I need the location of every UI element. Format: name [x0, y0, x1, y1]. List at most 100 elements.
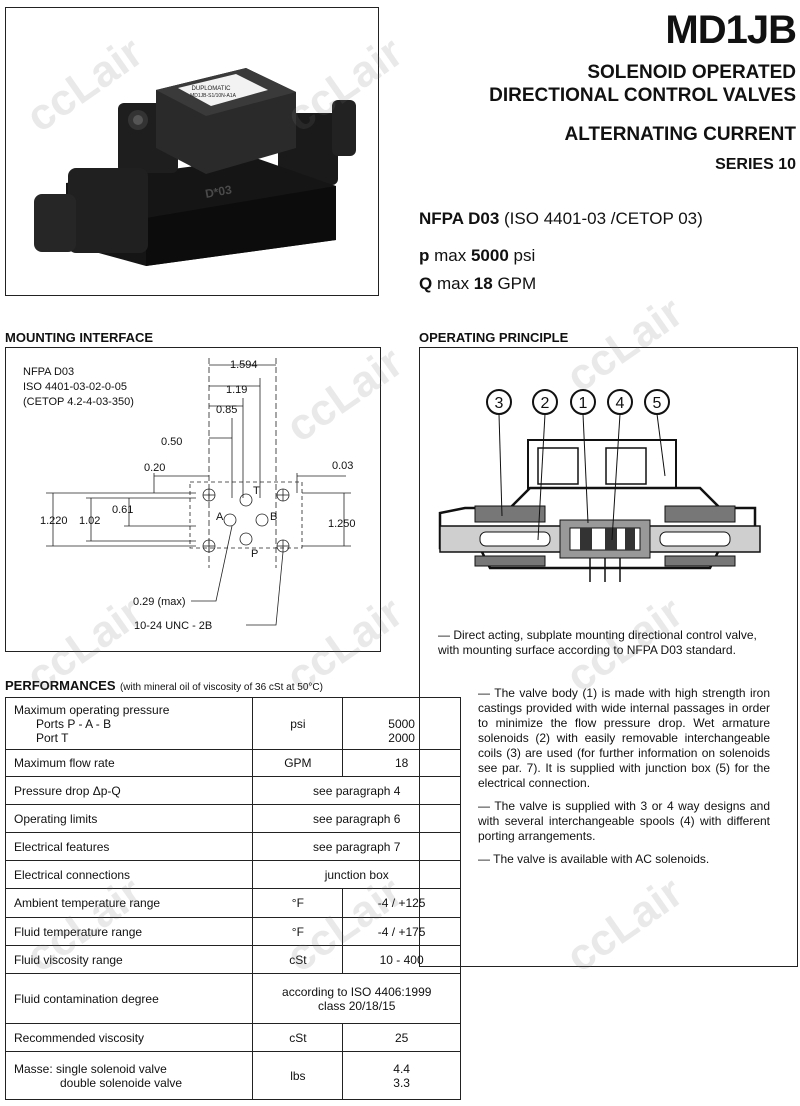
principle-bullet-3: — The valve is available with AC solenoi…: [478, 852, 710, 866]
row-value: see paragraph 4: [252, 776, 461, 805]
principle-intro: — Direct acting, subplate mounting direc…: [438, 628, 757, 657]
dim-085: 0.85: [216, 404, 237, 416]
callout-2: 2: [541, 395, 550, 412]
table-row: Recommended viscosity cSt 25: [4, 1023, 461, 1052]
mounting-standards: NFPA D03 ISO 4401-03-02-0-05 (CETOP 4.2-…: [23, 365, 134, 410]
row-sublabel: Ports P - A - B: [36, 716, 112, 731]
row-value: 25: [342, 1023, 461, 1052]
photo-label-model: MD1JB-S1/10N-A1A: [190, 93, 237, 99]
subtitle-line-2: DIRECTIONAL CONTROL VALVES: [489, 85, 796, 106]
row-value: -4 / +175: [342, 917, 461, 946]
table-row: Fluid contamination degree according to …: [4, 973, 461, 1024]
row-value: -4 / +125: [342, 888, 461, 918]
mounting-std-2: ISO 4401-03-02-0-05: [23, 381, 127, 393]
mounting-panel: NFPA D03 ISO 4401-03-02-0-05 (CETOP 4.2-…: [5, 347, 381, 652]
principle-bullet-1-text: The valve body (1) is made with high str…: [478, 686, 770, 790]
row-sublabel: Port T: [36, 730, 69, 745]
table-row: Electrical features see paragraph 7: [4, 832, 461, 861]
mounting-drawing: 1.594 1.19 0.85 0.50 0.20 0.03 0.61 1.22…: [40, 358, 356, 632]
row-value: 5000: [388, 716, 415, 731]
performances-heading: PERFORMANCES (with mineral oil of viscos…: [5, 677, 323, 695]
table-row: Electrical connections junction box: [4, 860, 461, 889]
row-label: Masse: single solenoid valve: [14, 1061, 167, 1076]
dim-1250: 1.250: [328, 518, 356, 530]
photo-body-mark: D*03: [204, 182, 233, 200]
flow-mid: max: [432, 274, 474, 293]
row-value: 4.4: [393, 1061, 410, 1076]
callout-1: 1: [579, 395, 588, 412]
row-unit: cSt: [252, 1023, 344, 1052]
mounting-std-3: (CETOP 4.2-4-03-350): [23, 396, 134, 408]
performances-note: (with mineral oil of viscosity of 36 cSt…: [119, 682, 323, 693]
valve-photo-image: DUPLOMATIC MD1JB-S1/10N-A1A D*03: [34, 68, 356, 266]
table-row: Maximum operating pressure Ports P - A -…: [4, 697, 461, 750]
row-label: Maximum flow rate: [4, 749, 254, 777]
pressure-mid: max: [429, 246, 471, 265]
nfpa-spec-bold: NFPA D03: [419, 209, 500, 228]
row-unit: lbs: [252, 1051, 344, 1100]
model-title: MD1JB: [665, 8, 797, 52]
mounting-std-1: NFPA D03: [23, 366, 75, 378]
row-value: 2000: [388, 730, 415, 745]
table-row: Maximum flow rate GPM 18: [4, 749, 461, 777]
row-label: Fluid viscosity range: [4, 945, 254, 974]
row-unit: cSt: [252, 945, 344, 974]
table-row: Operating limits see paragraph 6: [4, 804, 461, 833]
row-unit: °F: [252, 888, 344, 918]
row-value: 10 - 400: [342, 945, 461, 974]
row-value: class 20/18/15: [318, 998, 396, 1013]
port-a-label: A: [216, 511, 224, 523]
row-label: Ambient temperature range: [4, 888, 254, 918]
flow-spec: Q max 18 GPM: [419, 274, 536, 294]
dim-1220: 1.220: [40, 515, 68, 527]
mounting-heading: MOUNTING INTERFACE: [5, 330, 154, 345]
principle-bullet-1: — The valve body (1) is made with high s…: [478, 686, 770, 790]
pressure-unit: psi: [508, 246, 536, 265]
row-value: 18: [342, 749, 461, 777]
nfpa-spec-rest: (ISO 4401-03 /CETOP 03): [499, 209, 703, 228]
principle-intro-text: Direct acting, subplate mounting directi…: [438, 628, 757, 657]
pressure-symbol: p: [419, 246, 430, 265]
callout-5: 5: [653, 395, 662, 412]
row-label: Fluid contamination degree: [4, 973, 254, 1024]
flow-unit: GPM: [492, 274, 537, 293]
port-p-label: P: [251, 548, 258, 560]
photo-label-brand: DUPLOMATIC: [192, 86, 232, 92]
row-label: Operating limits: [4, 804, 254, 833]
principle-panel: 3 2 1 4 5 — Direct acting, subplate moun…: [419, 347, 798, 967]
flow-value: 18: [473, 274, 493, 293]
principle-bullet-2: — The valve is supplied with 3 or 4 way …: [478, 799, 770, 843]
table-row: Masse: single solenoid valve double sole…: [4, 1051, 461, 1100]
dim-003: 0.03: [332, 460, 353, 472]
row-unit: °F: [252, 917, 344, 946]
dim-1594: 1.594: [230, 359, 258, 371]
row-sublabel: double solenoide valve: [60, 1075, 183, 1090]
table-row: Ambient temperature range °F -4 / +125: [4, 888, 461, 918]
series-label: SERIES 10: [715, 156, 796, 173]
row-label: Recommended viscosity: [4, 1023, 254, 1052]
row-value: junction box: [252, 860, 461, 889]
callout-3: 3: [495, 395, 504, 412]
row-value: 3.3: [393, 1075, 410, 1090]
dim-102: 1.02: [79, 515, 100, 527]
row-unit: psi: [252, 697, 344, 750]
current-type: ALTERNATING CURRENT: [564, 124, 797, 145]
pressure-spec: p max 5000 psi: [419, 246, 535, 266]
principle-bullet-3-text: The valve is available with AC solenoids…: [493, 852, 710, 866]
table-row: Fluid viscosity range cSt 10 - 400: [4, 945, 461, 974]
row-value: according to ISO 4406:1999: [282, 984, 432, 999]
row-label: Maximum operating pressure: [14, 702, 170, 717]
row-unit: GPM: [252, 749, 344, 777]
table-row: Fluid temperature range °F -4 / +175: [4, 917, 461, 946]
callout-4: 4: [616, 395, 625, 412]
nfpa-spec: NFPA D03 (ISO 4401-03 /CETOP 03): [419, 209, 703, 229]
principle-bullet-2-text: The valve is supplied with 3 or 4 way de…: [478, 799, 770, 843]
row-value: see paragraph 6: [252, 804, 461, 833]
dim-061: 0.61: [112, 504, 133, 516]
principle-heading: OPERATING PRINCIPLE: [419, 330, 569, 345]
dim-119: 1.19: [226, 384, 247, 396]
performances-table: Maximum operating pressure Ports P - A -…: [4, 697, 461, 1100]
principle-bullets: — The valve body (1) is made with high s…: [478, 686, 770, 875]
flow-symbol: Q: [419, 274, 433, 293]
row-label: Electrical connections: [4, 860, 254, 889]
